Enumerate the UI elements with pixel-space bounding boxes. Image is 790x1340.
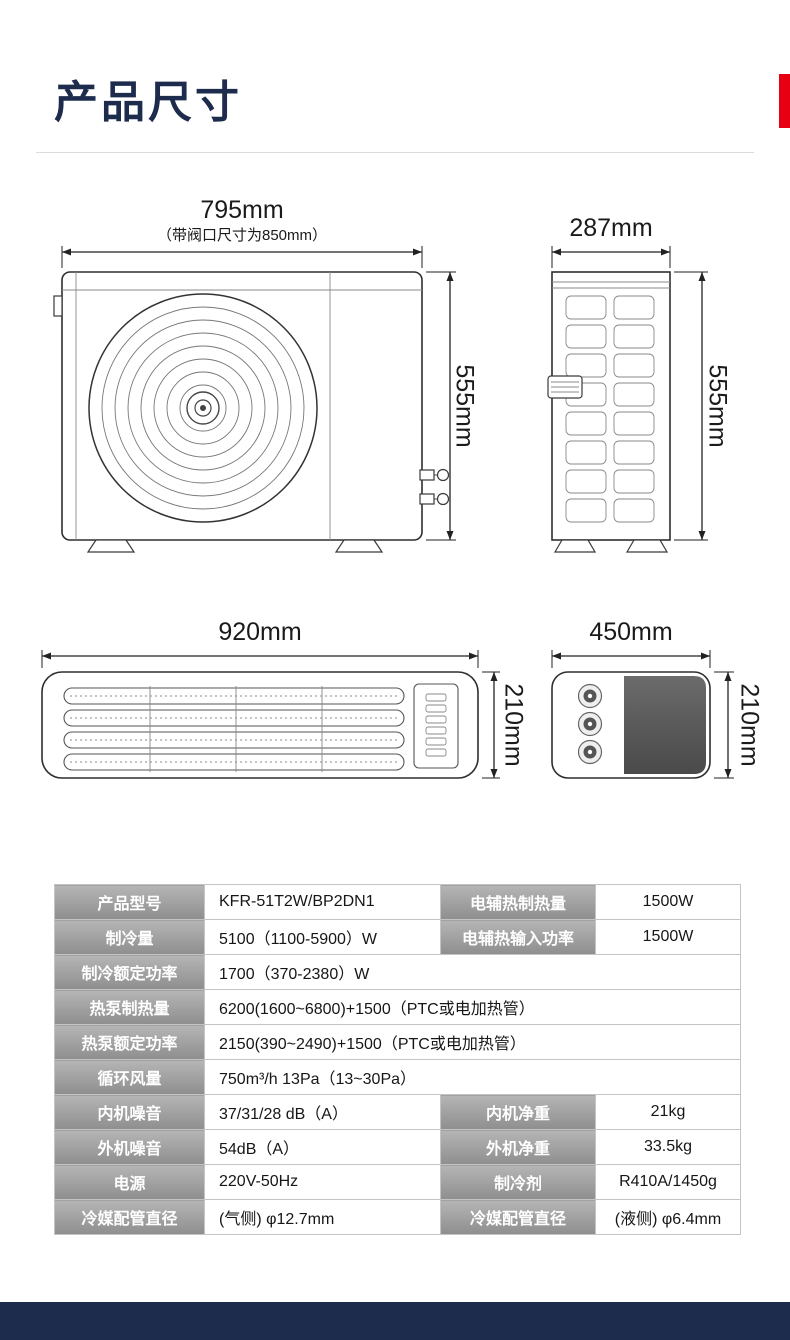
page-title: 产品尺寸 — [54, 78, 242, 127]
spec-label: 热泵制热量 — [54, 989, 205, 1025]
spec-value: (液侧) φ6.4mm — [595, 1199, 741, 1235]
louver-grille — [63, 686, 405, 772]
outdoor-front-height-label: 555mm — [450, 364, 478, 447]
indoor-front-height-label: 210mm — [499, 683, 527, 766]
outdoor-unit-side-drawing — [547, 271, 671, 553]
spec-value: (气侧) φ12.7mm — [204, 1199, 441, 1235]
spec-value: R410A/1450g — [595, 1164, 741, 1200]
outdoor-front-width-note: （带阀口尺寸为850mm） — [157, 227, 327, 244]
table-row: 电源 220V-50Hz 制冷剂 R410A/1450g — [54, 1164, 741, 1200]
unit-foot — [334, 539, 384, 553]
spec-label: 制冷额定功率 — [54, 954, 205, 990]
table-row: 外机噪音 54dB（A） 外机净重 33.5kg — [54, 1129, 741, 1165]
knob-icon — [577, 739, 603, 765]
outdoor-side-height-label: 555mm — [703, 364, 731, 447]
spec-label: 循环风量 — [54, 1059, 205, 1095]
outdoor-front-width-label: 795mm — [200, 196, 283, 224]
table-row: 热泵制热量 6200(1600~6800)+1500（PTC或电加热管） — [54, 989, 741, 1025]
indoor-front-width-dimension: 920mm — [41, 618, 479, 668]
indoor-side-width-label: 450mm — [589, 618, 672, 646]
red-accent-bar — [779, 74, 790, 128]
valve-fittings-icon — [419, 468, 450, 506]
spec-label: 冷媒配管直径 — [440, 1199, 596, 1235]
spec-label: 电辅热输入功率 — [440, 919, 596, 955]
knob-icon — [577, 683, 603, 709]
spec-value: 21kg — [595, 1094, 741, 1130]
outdoor-side-width-dimension: 287mm — [551, 214, 671, 268]
table-row: 产品型号 KFR-51T2W/BP2DN1 电辅热制热量 1500W — [54, 884, 741, 920]
side-bracket — [53, 295, 63, 317]
divider-line — [36, 152, 754, 153]
knob-icon — [577, 711, 603, 737]
spec-label: 外机净重 — [440, 1129, 596, 1165]
indoor-side-width-dimension: 450mm — [551, 618, 711, 668]
spec-value: KFR-51T2W/BP2DN1 — [204, 884, 441, 920]
indoor-unit-front-drawing — [41, 671, 479, 779]
unit-foot — [625, 539, 669, 553]
carry-handle-icon — [547, 375, 583, 399]
spec-value: 750m³/h 13Pa（13~30Pa） — [204, 1059, 741, 1095]
spec-label: 制冷剂 — [440, 1164, 596, 1200]
indoor-side-height-label: 210mm — [735, 683, 763, 766]
table-row: 内机噪音 37/31/28 dB（A） 内机净重 21kg — [54, 1094, 741, 1130]
table-row: 热泵额定功率 2150(390~2490)+1500（PTC或电加热管） — [54, 1024, 741, 1060]
table-row: 制冷额定功率 1700（370-2380）W — [54, 954, 741, 990]
spec-value: 220V-50Hz — [204, 1164, 441, 1200]
footer-bar — [0, 1302, 790, 1340]
spec-value: 1500W — [595, 919, 741, 955]
indoor-side-height-dimension: 210mm — [714, 671, 763, 779]
spec-label: 外机噪音 — [54, 1129, 205, 1165]
spec-value: 1500W — [595, 884, 741, 920]
indoor-unit-side-drawing — [551, 671, 711, 779]
spec-label: 制冷量 — [54, 919, 205, 955]
outdoor-front-height-dimension: 555mm — [426, 271, 478, 541]
control-panel — [413, 683, 459, 769]
outdoor-front-width-dimension: 795mm （带阀口尺寸为850mm） — [61, 196, 423, 268]
spec-value: 6200(1600~6800)+1500（PTC或电加热管） — [204, 989, 741, 1025]
spec-value: 33.5kg — [595, 1129, 741, 1165]
indoor-front-width-label: 920mm — [218, 618, 301, 646]
spec-value: 5100（1100-5900）W — [204, 919, 441, 955]
spec-value: 1700（370-2380）W — [204, 954, 741, 990]
spec-label: 电源 — [54, 1164, 205, 1200]
unit-foot — [553, 539, 597, 553]
side-dark-panel — [624, 676, 706, 774]
spec-label: 冷媒配管直径 — [54, 1199, 205, 1235]
table-row: 冷媒配管直径 (气侧) φ12.7mm 冷媒配管直径 (液侧) φ6.4mm — [54, 1199, 741, 1235]
spec-label: 内机噪音 — [54, 1094, 205, 1130]
dimension-diagrams: 795mm （带阀口尺寸为850mm） 555mm — [41, 196, 763, 779]
spec-value: 2150(390~2490)+1500（PTC或电加热管） — [204, 1024, 741, 1060]
spec-label: 电辅热制热量 — [440, 884, 596, 920]
indoor-front-height-dimension: 210mm — [482, 671, 527, 779]
spec-label: 内机净重 — [440, 1094, 596, 1130]
spec-label: 产品型号 — [54, 884, 205, 920]
spec-table: 产品型号 KFR-51T2W/BP2DN1 电辅热制热量 1500W 制冷量 5… — [54, 884, 741, 1235]
table-row: 循环风量 750m³/h 13Pa（13~30Pa） — [54, 1059, 741, 1095]
outdoor-side-width-label: 287mm — [569, 214, 652, 242]
spec-value: 37/31/28 dB（A） — [204, 1094, 441, 1130]
unit-foot — [86, 539, 136, 553]
table-row: 制冷量 5100（1100-5900）W 电辅热输入功率 1500W — [54, 919, 741, 955]
outdoor-unit-front-drawing — [53, 271, 450, 553]
spec-label: 热泵额定功率 — [54, 1024, 205, 1060]
fan-grille-icon — [88, 293, 318, 523]
outdoor-side-height-dimension: 555mm — [674, 271, 731, 541]
spec-value: 54dB（A） — [204, 1129, 441, 1165]
